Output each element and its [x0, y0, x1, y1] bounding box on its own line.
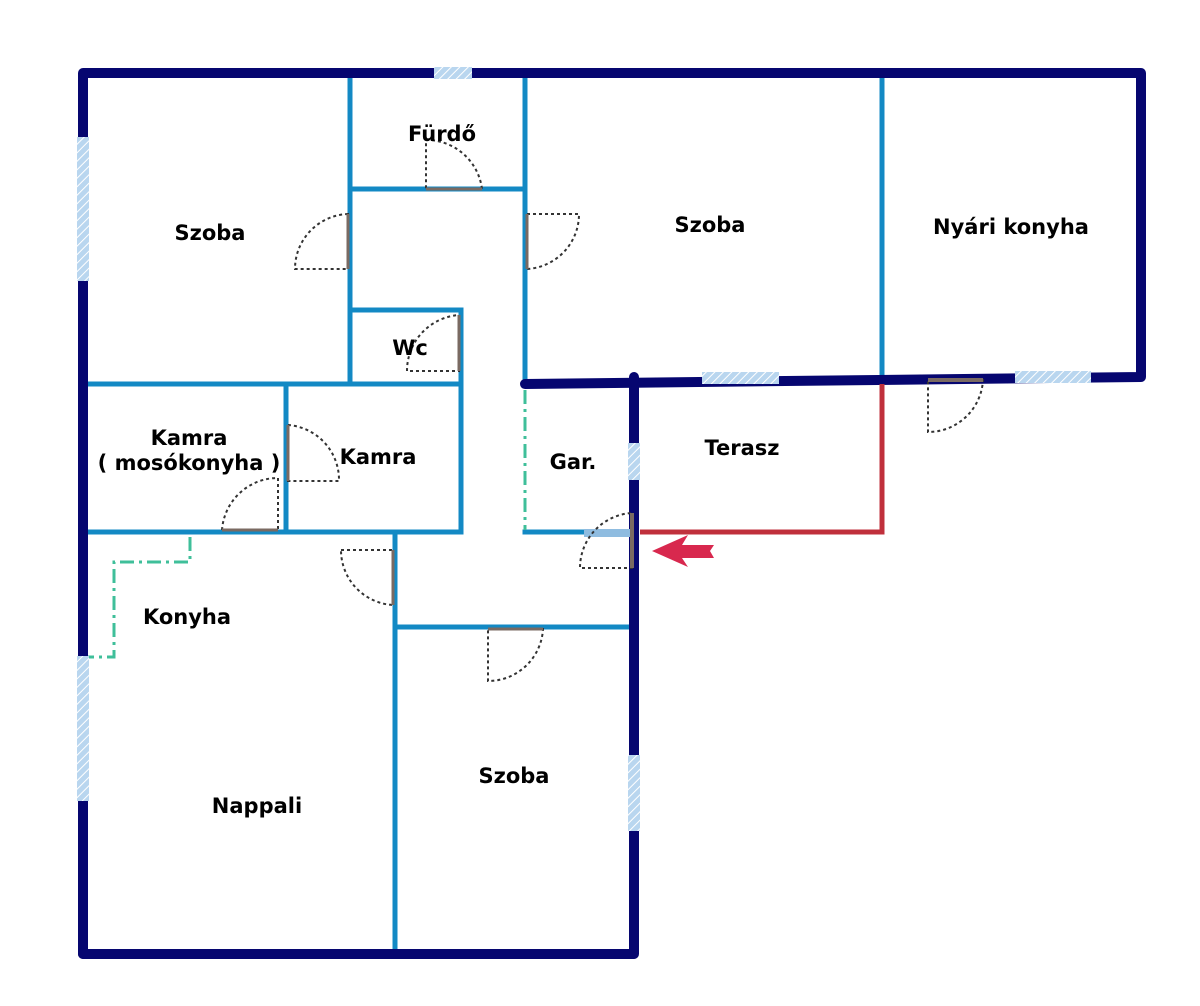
room-label-szoba-nw: Szoba: [175, 221, 246, 245]
kitchen-partition: [88, 537, 192, 659]
window: [628, 443, 640, 480]
room-label-kamra-left: Kamra: [151, 426, 228, 450]
interior-walls: [81, 74, 885, 955]
room-label-szoba-s: Szoba: [479, 764, 550, 788]
room-label-furdo: Fürdő: [408, 122, 476, 146]
window: [628, 755, 640, 831]
room-label-nappali: Nappali: [212, 794, 302, 818]
room-label-nyari-konyha: Nyári konyha: [933, 215, 1089, 239]
window: [77, 656, 89, 801]
door-szoba-n: [525, 213, 581, 271]
room-label-szoba-n: Szoba: [675, 213, 746, 237]
door-nyari-konyha: [927, 378, 985, 434]
door-furdo: [425, 138, 484, 191]
window: [702, 372, 779, 384]
room-label-konyha: Konyha: [143, 605, 231, 629]
outer-walls: [78, 68, 1146, 959]
entrance-opening: [584, 529, 632, 537]
outer-wall: [78, 68, 1146, 959]
room-labels: Szoba Fürdő Szoba Nyári konyha Wc Kamra …: [98, 122, 1089, 818]
outer-wall: [78, 372, 639, 959]
room-label-garazs: Gar.: [550, 450, 597, 474]
windows: [77, 67, 1091, 831]
room-label-wc: Wc: [392, 336, 428, 360]
room-label-kamra-right: Kamra: [340, 445, 417, 469]
terrace-wall: [640, 384, 885, 535]
room-label-kamra-left-sub: ( mosókonyha ): [98, 451, 281, 475]
doors: [220, 138, 985, 683]
door-szoba-nw: [293, 212, 350, 270]
door-entrance: [578, 511, 634, 569]
door-szoba-s: [487, 627, 545, 683]
door-kamra-left: [220, 476, 279, 532]
room-label-terasz: Terasz: [704, 436, 779, 460]
entrance-arrow-icon: [652, 535, 714, 567]
window: [77, 137, 89, 281]
open-partitions: [88, 390, 527, 659]
door-kamra-right: [286, 423, 341, 482]
window: [1015, 371, 1091, 383]
door-konyha: [339, 549, 395, 607]
door-wc: [405, 313, 461, 372]
window: [434, 67, 472, 79]
